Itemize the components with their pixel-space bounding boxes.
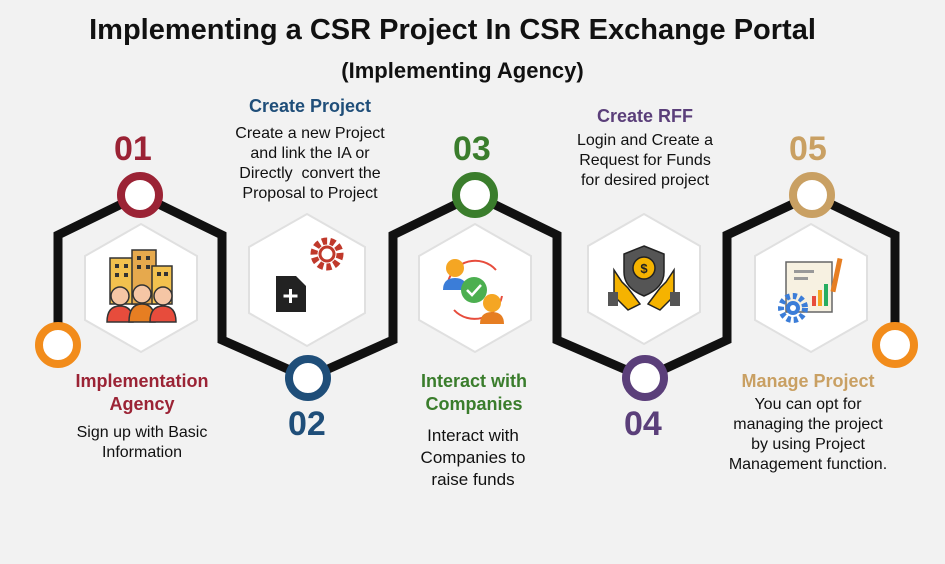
step-3-desc-line: Companies to [420,448,526,467]
hands-coin-shield-icon: $ [608,245,680,311]
document-gear-icon [276,237,344,312]
step-1-desc-line: Information [101,444,183,461]
step-5-desc-line: by using Project [751,436,865,453]
step-4-desc-line: Request for Funds [579,152,711,169]
step-1-title-line-1: Implementation [75,371,209,391]
page-title: Implementing a CSR Project In CSR Exchan… [89,14,816,46]
step-3-title: Interact with Companies [384,370,564,416]
node-step-5 [789,172,835,218]
hexagon-step-2 [248,212,366,348]
people-exchange-check-icon [443,259,504,324]
step-3-desc-line: Interact with [427,426,519,445]
step-1-description: Sign up with Basic Information [42,423,242,463]
step-4-desc-line: for desired project [580,172,710,189]
step-5-description: You can opt for managing the project by … [703,395,913,475]
step-1-desc-line: Sign up with Basic [76,424,208,441]
step-3-description: Interact with Companies to raise funds [378,425,568,491]
step-4-description: Login and Create a Request for Funds for… [535,131,755,191]
office-building-people-icon [106,249,177,323]
node-end [872,322,918,368]
step-2-title: Create Project [248,96,372,116]
step-4-title: Create RFF [596,106,694,126]
step-2-desc-line: Create a new Project [235,125,385,142]
step-1-number: 01 [114,130,152,168]
step-2-number: 02 [288,405,326,443]
step-5-number: 05 [789,130,827,168]
step-2-desc-line: Directly convert the [239,165,381,182]
step-3-title-line-2: Companies [425,394,523,414]
step-5-desc-line: managing the project [733,416,883,433]
node-step-2 [285,355,331,401]
step-5-desc-line: You can opt for [754,396,862,413]
step-3-desc-line: raise funds [431,470,515,489]
step-1-title-line-2: Agency [109,394,175,414]
step-3-title-line-1: Interact with [420,371,527,391]
step-3-number: 03 [453,130,491,168]
step-5-title: Manage Project [741,371,875,391]
step-2-desc-line: and link the IA or [250,145,370,162]
step-4-number: 04 [624,405,662,443]
step-1-title: Implementation Agency [52,370,232,416]
node-step-1 [117,172,163,218]
step-2-desc-line: Proposal to Project [242,185,378,202]
node-start [35,322,81,368]
svg-text:$: $ [640,261,648,276]
step-4-desc-line: Login and Create a [576,132,714,149]
report-chart-gear-icon [778,257,843,323]
step-2-description: Create a new Project and link the IA or … [200,124,420,204]
step-5-desc-line: Management function. [728,456,888,473]
node-step-4 [622,355,668,401]
page-subtitle: (Implementing Agency) [341,58,584,83]
node-step-3 [452,172,498,218]
